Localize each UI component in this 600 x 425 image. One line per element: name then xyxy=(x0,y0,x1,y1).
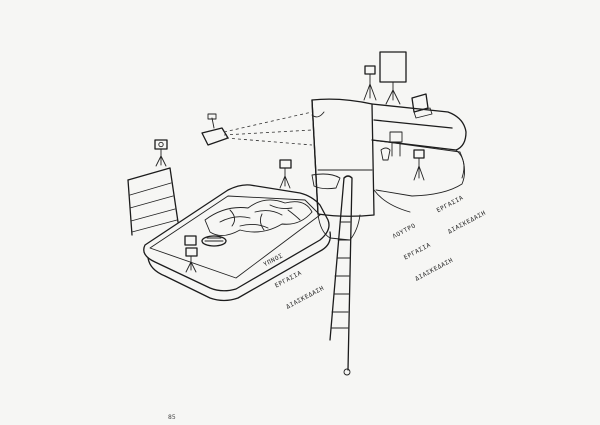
left-ladder xyxy=(127,167,179,236)
chair-icon xyxy=(389,131,403,157)
bedside-box xyxy=(184,235,197,246)
camera-icon-upper xyxy=(363,65,377,101)
label-middle-1: ΛΟΥΤΡΟ xyxy=(391,222,418,241)
camera-icon-bed xyxy=(185,247,198,273)
upper-deck xyxy=(371,103,467,213)
lower-platform xyxy=(143,184,331,302)
label-middle-2: ΕΡΓΑΣΙΑ xyxy=(402,241,433,262)
camera-icon-right xyxy=(413,149,425,181)
central-tower xyxy=(311,98,375,241)
label-lower-floor-1: ΥΠΝΟΣ xyxy=(262,252,285,269)
projector-icon xyxy=(201,111,313,146)
camera-icon-middle xyxy=(279,159,292,189)
bathtub-icon xyxy=(311,173,341,190)
projection-screen-icon xyxy=(379,51,407,105)
laptop-icon xyxy=(411,93,433,119)
label-lower-floor-2: ΕΡΓΑΣΙΑ xyxy=(273,269,304,290)
lamp-icon xyxy=(380,147,391,161)
central-ladder xyxy=(329,175,353,376)
pillow-icon xyxy=(201,235,227,247)
page-number: 85 xyxy=(168,414,176,421)
camera-icon-left xyxy=(154,139,168,167)
bed-sheets xyxy=(204,199,313,236)
label-upper-right-1: ΕΡΓΑΣΙΑ xyxy=(435,194,465,215)
